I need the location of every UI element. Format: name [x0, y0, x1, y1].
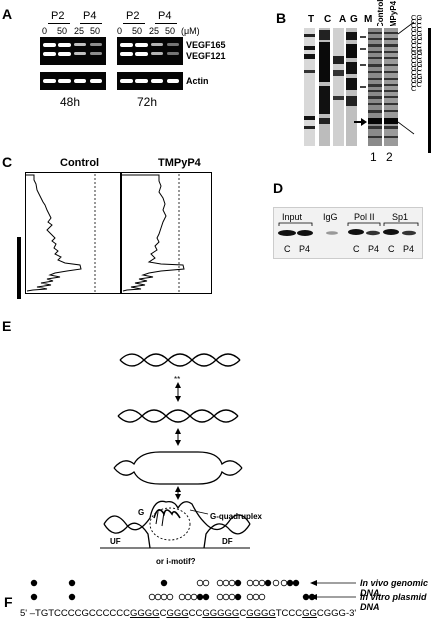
- time-label-72h: 72h: [137, 95, 158, 109]
- time-label-48h: 48h: [60, 95, 81, 109]
- sequence-segment: CC: [188, 608, 203, 619]
- panel-e-label: E: [2, 318, 12, 334]
- panel-c-label: C: [2, 154, 13, 170]
- footprint-markers: [30, 579, 316, 601]
- band-label-vegf121: VEGF121: [186, 51, 226, 61]
- lane-label-g: G: [350, 14, 358, 25]
- chip-lane-c: C: [284, 244, 291, 254]
- region-bar-left: [17, 237, 21, 299]
- group-label-p2: P2: [126, 10, 140, 22]
- scan-title-control: Control: [60, 157, 100, 169]
- lane-label-control: Control: [376, 0, 385, 28]
- conc-label: 50: [90, 26, 101, 36]
- panel-a-label: A: [2, 6, 13, 22]
- legend-arrows: [310, 580, 356, 600]
- gel-vegf-48h: [40, 37, 106, 65]
- chip-gel: Input IgG Pol II Sp1 C P4 C P4 C P4: [273, 207, 423, 259]
- chip-group-igg: IgG: [323, 212, 338, 222]
- gel-actin-48h: [40, 72, 106, 90]
- band-label-vegf165: VEGF165: [186, 40, 226, 50]
- label-g: G: [138, 508, 145, 517]
- conc-label: 0: [117, 26, 123, 36]
- panel-d-label: D: [273, 180, 284, 196]
- label-g-quadruplex: G-quadruplex: [210, 512, 263, 521]
- g-run: GG: [302, 608, 317, 619]
- conc-label: 0: [42, 26, 48, 36]
- band-label-actin: Actin: [186, 76, 209, 86]
- chip-lane-c: C: [353, 244, 360, 254]
- group-label-p2: P2: [51, 10, 65, 22]
- chip-lane-p4: P4: [368, 244, 380, 254]
- chip-lane-p4: P4: [403, 244, 415, 254]
- group-bar: [48, 23, 70, 24]
- conc-label: 50: [132, 26, 143, 36]
- lane-number-1: 1: [370, 150, 377, 164]
- panel-f-label: F: [4, 594, 13, 610]
- panel-b-label: B: [276, 10, 287, 26]
- legend-in-vivo: In vivo genomic DNA: [360, 578, 429, 598]
- conc-label: 25: [149, 26, 160, 36]
- conc-label: 50: [57, 26, 68, 36]
- lane-label-t: T: [308, 14, 315, 25]
- g-run: GGG: [166, 608, 189, 619]
- conc-label: 25: [74, 26, 85, 36]
- sequencing-gel: [302, 21, 415, 148]
- chip-lane-p4: P4: [299, 244, 311, 254]
- svg-text:**: **: [174, 375, 180, 384]
- chip-lane-c: C: [388, 244, 395, 254]
- g-run: GGGG: [246, 608, 276, 619]
- chip-brackets: [278, 222, 419, 236]
- sequence-prefix: 5' –TGTCCCCGCCCCCC: [20, 608, 131, 619]
- scan-title-tmpyp4: TMPyP4: [158, 157, 201, 169]
- label-uf: UF: [110, 537, 121, 546]
- sequence-segment: CGGG-3': [316, 608, 357, 619]
- legend-in-vitro: In vitro plasmid DNA: [360, 592, 427, 612]
- vertical-sequence: CGCCCCGCCGGGGCCCCGGGGCCGGGGCCCGGGGCCC: [411, 13, 423, 93]
- gel-vegf-72h: [117, 37, 183, 65]
- lane-label-c: C: [324, 14, 332, 25]
- densitometry-scan-control: [25, 172, 121, 294]
- group-label-p4: P4: [158, 10, 172, 22]
- group-label-p4: P4: [83, 10, 97, 22]
- chip-group-sp1: Sp1: [392, 212, 409, 222]
- group-bar: [123, 23, 145, 24]
- promoter-sequence: 5' –TGTCCCCGCCCCCCGGGGCGGGCCGGGGGCGGGGTC…: [20, 608, 356, 619]
- label-i-motif: or i-motif?: [156, 557, 196, 566]
- conc-label: 50: [165, 26, 176, 36]
- group-bar: [80, 23, 102, 24]
- gel-actin-72h: [117, 72, 183, 90]
- group-bar: [155, 23, 177, 24]
- densitometry-scan-tmpyp4: [121, 172, 212, 294]
- unit-label: (μM): [181, 26, 200, 36]
- g-run: GGGGG: [202, 608, 240, 619]
- lane-label-a: A: [339, 14, 347, 25]
- protected-region-bar: [428, 28, 431, 153]
- sequence-segment: C: [239, 608, 247, 619]
- quadruplex-schematic: **: [100, 353, 251, 549]
- sequence-segment: C: [159, 608, 167, 619]
- chip-group-polii: Pol II: [354, 212, 375, 222]
- chip-group-input: Input: [282, 212, 303, 222]
- g-run: GGGG: [130, 608, 160, 619]
- sequence-segment: TCCC: [275, 608, 303, 619]
- lane-number-2: 2: [386, 150, 393, 164]
- label-df: DF: [222, 537, 233, 546]
- lane-label-m: M: [364, 14, 373, 25]
